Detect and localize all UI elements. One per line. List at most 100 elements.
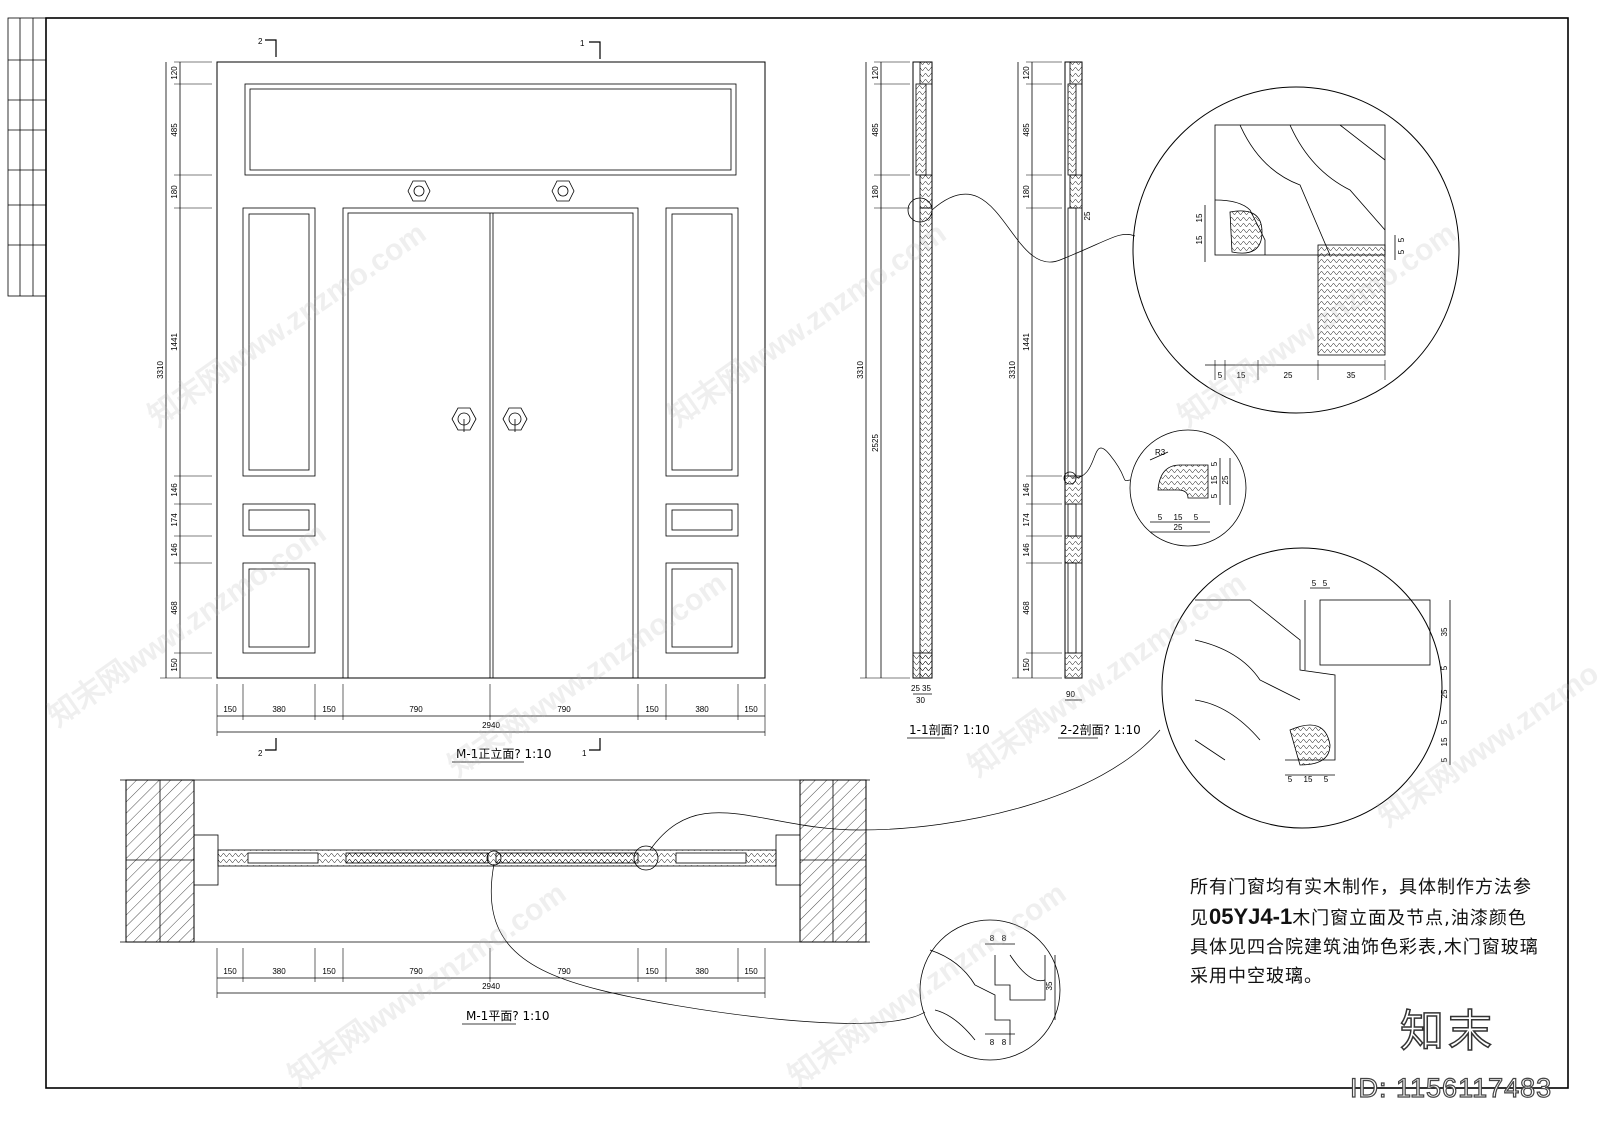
front-vdim-9: 150 — [170, 658, 179, 672]
detail-2 — [1129, 429, 1247, 547]
detail3-bdim-3: 5 — [1324, 775, 1329, 784]
sec2-vdim-5: 146 — [1022, 483, 1031, 497]
detail1-ldim-2: 15 — [1195, 235, 1204, 244]
front-vdim-7: 146 — [170, 543, 179, 557]
detail3-rdim-1: 35 — [1440, 627, 1449, 636]
plan-dim-6: 150 — [645, 967, 659, 976]
sec2-vdim-7: 146 — [1022, 543, 1031, 557]
front-vdim-6: 174 — [170, 513, 179, 527]
note-line-1: 所有门窗均有实木制作，具体制作方法参 — [1190, 877, 1532, 898]
detail4-bdim-1: 8 — [990, 1038, 995, 1047]
detail3-tdim-2: 5 — [1323, 579, 1328, 588]
front-elevation — [160, 39, 766, 763]
front-vdim-3: 180 — [170, 185, 179, 199]
image-id-label: ID: 1156117483 — [1349, 1072, 1553, 1103]
sec2-total-height: 3310 — [1008, 361, 1017, 379]
front-dim-5: 790 — [557, 705, 571, 714]
front-dim-3: 150 — [322, 705, 336, 714]
detail1-dim-3: 25 — [1284, 371, 1293, 380]
front-total-height: 3310 — [156, 361, 165, 379]
plan-dim-4: 790 — [409, 967, 423, 976]
note-line-3: 具体见四合院建筑油饰色彩表,木门窗玻璃 — [1190, 937, 1539, 958]
sec1-total-height: 3310 — [856, 361, 865, 379]
leader-4 — [490, 863, 926, 1024]
sec2-vdim-1: 120 — [1022, 66, 1031, 80]
detail2-radius: R3 — [1155, 448, 1166, 457]
section-marker-2-top: 2 — [258, 37, 263, 46]
construction-note: 所有门窗均有实木制作，具体制作方法参 见05YJ4-1木门窗立面及节点,油漆颜色… — [1190, 873, 1550, 991]
detail3-rdim-3: 25 — [1440, 689, 1449, 698]
plan-dim-2: 380 — [272, 967, 286, 976]
section-2-2-title: 2-2剖面? 1:10 — [1060, 723, 1141, 737]
leader-3 — [649, 729, 1161, 851]
detail3-tdim-1: 5 — [1312, 579, 1317, 588]
sec2-vdim-4: 1441 — [1022, 333, 1031, 351]
detail2-rdim-2: 15 — [1210, 475, 1219, 484]
sec1-vdim-3: 180 — [871, 185, 880, 199]
plan-view — [120, 779, 870, 1025]
sec2-top-dim: 25 — [1083, 211, 1092, 220]
plan-dim-5: 790 — [557, 967, 571, 976]
plan-total-width: 2940 — [482, 982, 500, 991]
sec2-vdim-3: 180 — [1022, 185, 1031, 199]
front-vdim-4: 1441 — [170, 333, 179, 351]
plan-dim-7: 380 — [695, 967, 709, 976]
detail4-tdim-2: 8 — [1002, 934, 1007, 943]
detail-4 — [919, 919, 1061, 1061]
front-elevation-title: M-1正立面? 1:10 — [456, 746, 551, 761]
detail3-rdim-4: 5 — [1440, 719, 1449, 724]
sec1-vdim-1: 120 — [871, 66, 880, 80]
section-1-1 — [860, 61, 945, 739]
detail2-rdim-1: 5 — [1210, 461, 1219, 466]
sec1-thickness: 30 — [916, 696, 925, 705]
detail-1 — [1132, 86, 1460, 414]
detail1-rdim-2: 5 — [1397, 249, 1406, 254]
sec1-vdim-2: 485 — [871, 123, 880, 137]
front-dim-7: 380 — [695, 705, 709, 714]
front-vdim-1: 120 — [170, 66, 179, 80]
front-vdim-8: 468 — [170, 601, 179, 615]
sheet-border — [45, 17, 1569, 1089]
title-block-strip — [7, 17, 47, 297]
front-dim-6: 150 — [645, 705, 659, 714]
detail1-dim-1: 5 — [1218, 371, 1223, 380]
sec2-bottom-dim: 90 — [1066, 690, 1075, 699]
section-1-1-title: 1-1剖面? 1:10 — [909, 723, 990, 737]
front-dim-8: 150 — [744, 705, 758, 714]
plan-dim-1: 150 — [223, 967, 237, 976]
sec1-bdim-2: 35 — [922, 684, 931, 693]
detail2-dim-2: 15 — [1174, 513, 1183, 522]
leader-2 — [1071, 447, 1131, 481]
section-marker-1-top: 1 — [580, 39, 585, 48]
sec2-vdim-2: 485 — [1022, 123, 1031, 137]
sec2-vdim-8: 468 — [1022, 601, 1031, 615]
detail-3 — [1161, 547, 1451, 829]
front-vdim-5: 146 — [170, 483, 179, 497]
plan-title: M-1平面? 1:10 — [466, 1009, 549, 1023]
sec2-vdim-6: 174 — [1022, 513, 1031, 527]
detail3-rdim-5: 15 — [1440, 737, 1449, 746]
sec1-bdim-1: 25 — [911, 684, 920, 693]
detail2-dim-1: 5 — [1158, 513, 1163, 522]
sec2-vdim-9: 150 — [1022, 658, 1031, 672]
front-dim-4: 790 — [409, 705, 423, 714]
section-marker-2-bottom: 2 — [258, 749, 263, 758]
note-line-4: 采用中空玻璃。 — [1190, 966, 1323, 987]
detail3-rdim-6: 5 — [1440, 757, 1449, 762]
detail3-bdim-1: 5 — [1288, 775, 1293, 784]
detail2-rdim-4: 25 — [1221, 475, 1230, 484]
detail2-total: 25 — [1174, 523, 1183, 532]
detail2-rdim-3: 5 — [1210, 493, 1219, 498]
plan-dim-3: 150 — [322, 967, 336, 976]
note-line-2a: 见 — [1190, 908, 1209, 929]
detail1-dim-4: 35 — [1347, 371, 1356, 380]
detail2-dim-3: 5 — [1194, 513, 1199, 522]
note-standard-code: 05YJ4-1 — [1209, 904, 1293, 929]
leader-1 — [931, 193, 1136, 263]
note-line-2: 见05YJ4-1木门窗立面及节点,油漆颜色 — [1190, 902, 1550, 933]
note-line-2b: 木门窗立面及节点,油漆颜色 — [1292, 908, 1527, 929]
detail4-bdim-2: 8 — [1002, 1038, 1007, 1047]
front-dim-2: 380 — [272, 705, 286, 714]
sec1-vdim-4: 2525 — [871, 434, 880, 452]
